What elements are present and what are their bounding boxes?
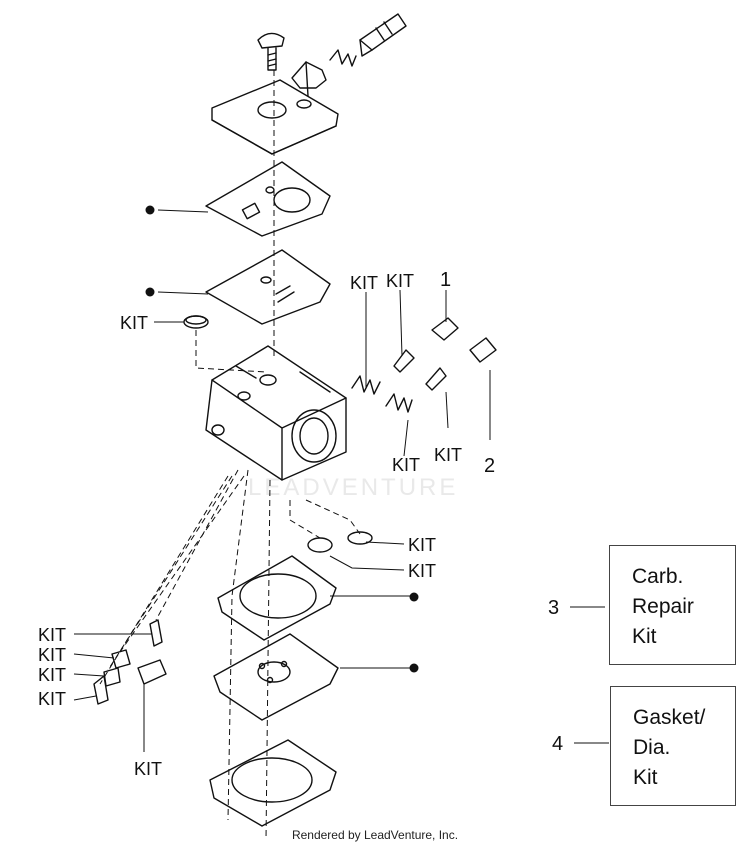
footer-credit: Rendered by LeadVenture, Inc. [291, 828, 459, 842]
callout-2: 2 [484, 455, 496, 477]
bullet-dot [145, 205, 155, 215]
legend-box-carb-repair-kit: Carb. Repair Kit [609, 545, 736, 665]
callout-kit-spring: KIT [350, 273, 379, 293]
legend-box4-line1: Gasket/ [633, 706, 706, 729]
lever [291, 61, 327, 97]
carburetor-body [205, 345, 347, 481]
callout-kit-inlet-2: KIT [38, 645, 67, 665]
callout-kit-inlet-3: KIT [38, 665, 67, 685]
pump-cover [209, 739, 337, 827]
legend-box3-line2: Repair [632, 595, 694, 618]
callout-kit-inlet-1: KIT [38, 625, 67, 645]
legend-box3-line3: Kit [632, 625, 657, 648]
callout-kit-needle-2: KIT [434, 445, 463, 465]
legend-box4-line2: Dia. [633, 736, 671, 759]
callout-kit-spring-2: KIT [392, 455, 421, 475]
gasket-lower [205, 249, 331, 325]
bullet-dot [145, 287, 155, 297]
needle-spring [329, 49, 357, 67]
check-valve-discs [307, 531, 373, 553]
callout-kit-disc-2: KIT [408, 561, 437, 581]
idle-needle [359, 13, 407, 57]
legend-box3-line1: Carb. [632, 565, 684, 588]
callout-3: 3 [548, 597, 560, 619]
callout-4: 4 [552, 733, 564, 755]
legend-box4-line3: Kit [633, 766, 658, 789]
limiter-caps [431, 317, 497, 363]
adjust-springs [351, 375, 413, 413]
top-screw [257, 32, 285, 71]
gasket-upper [205, 161, 331, 237]
callout-kit-lever: KIT [134, 759, 163, 779]
cover-plate [211, 79, 339, 155]
callout-1: 1 [440, 269, 452, 291]
legend-box-gasket-dia-kit: Gasket/ Dia. Kit [610, 686, 736, 806]
bullet-dot [409, 592, 419, 602]
bullet-dot [409, 663, 419, 673]
adjust-needles [393, 349, 447, 391]
callout-kit-disc: KIT [408, 535, 437, 555]
callout-kit-needle: KIT [386, 271, 415, 291]
callout-kit-screen: KIT [120, 313, 149, 333]
pump-gasket [217, 555, 337, 641]
inlet-parts [93, 619, 167, 705]
callout-kit-inlet-4: KIT [38, 689, 67, 709]
filter-screen [183, 315, 209, 329]
pump-diaphragm [213, 633, 339, 721]
